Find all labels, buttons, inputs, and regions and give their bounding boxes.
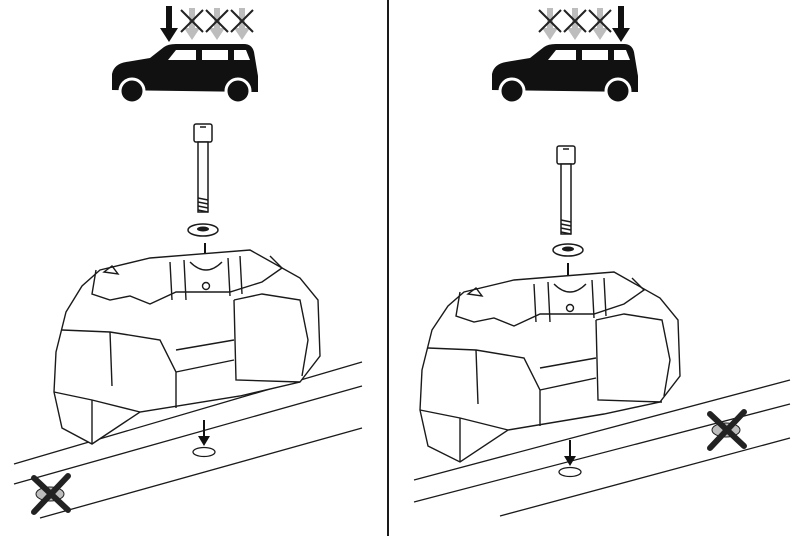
crossed-arrow-icon — [180, 8, 204, 40]
crossed-arrow-icon — [588, 8, 612, 40]
crossed-arrow-icon — [230, 8, 254, 40]
instruction-panel-right — [390, 0, 800, 536]
cross-mark-icon — [31, 473, 71, 515]
foot-pad-icon — [53, 249, 321, 445]
foot-pad-icon — [419, 271, 681, 463]
crossed-arrow-icon — [538, 8, 562, 40]
car-icon — [492, 44, 638, 105]
washer-icon — [187, 223, 219, 237]
mount-point-arrow-icon — [558, 440, 582, 478]
washer-icon — [552, 243, 584, 257]
crossed-arrow-icon — [205, 8, 229, 40]
panel-divider — [387, 0, 389, 536]
car-icon — [112, 44, 258, 105]
instruction-panel-left — [0, 0, 388, 536]
arrows-group — [160, 6, 254, 42]
bolt-icon — [556, 145, 576, 235]
mount-point-arrow-icon — [192, 420, 216, 458]
crossed-arrow-icon — [563, 8, 587, 40]
active-down-arrow-icon — [612, 6, 630, 42]
bolt-icon — [193, 123, 213, 213]
arrows-group — [538, 6, 630, 42]
roof-rail-icon — [413, 379, 791, 517]
roof-rail-icon — [13, 361, 363, 519]
right-illustration — [413, 6, 791, 517]
active-down-arrow-icon — [160, 6, 178, 42]
cross-mark-icon — [707, 409, 747, 451]
left-illustration — [13, 6, 363, 519]
